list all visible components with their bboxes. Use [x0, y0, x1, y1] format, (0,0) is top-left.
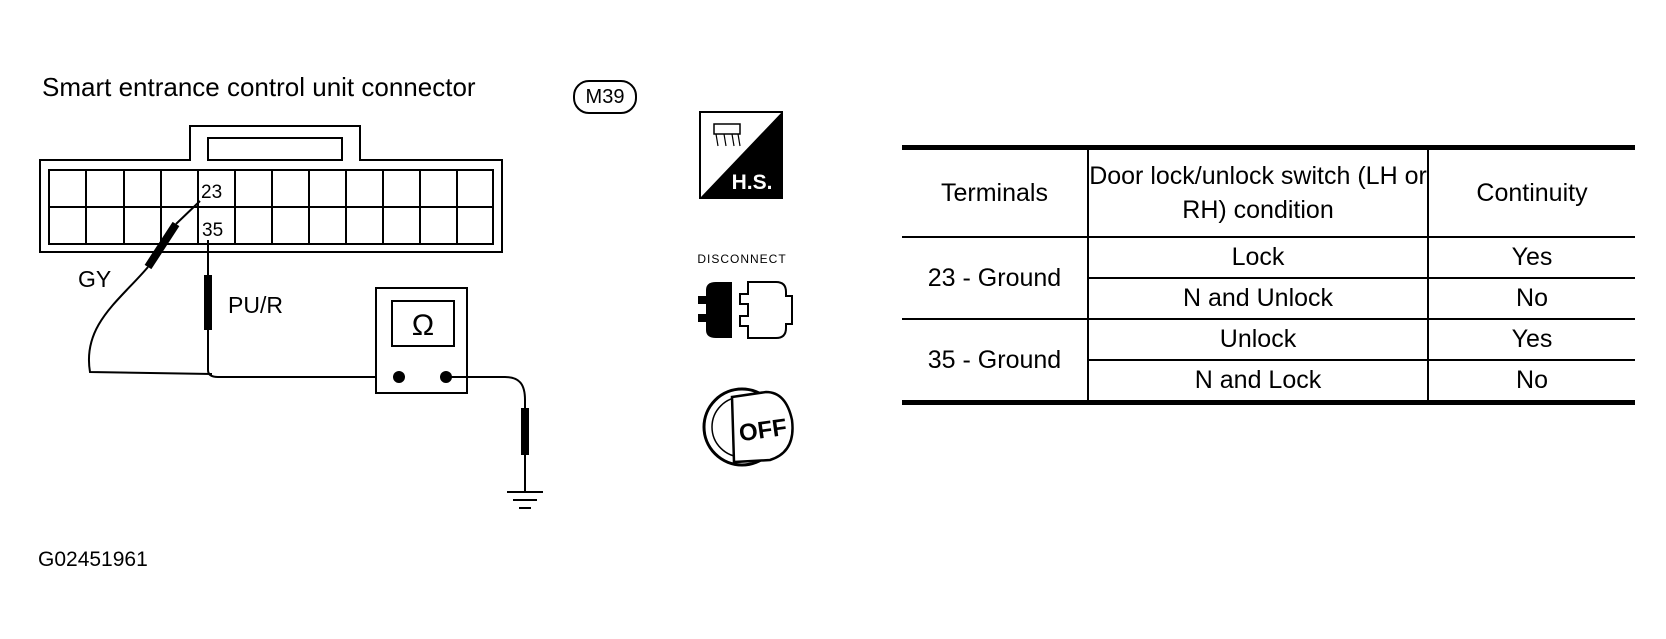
probe-gy — [87, 200, 213, 375]
table-row: 35 - Ground Unlock Yes — [902, 319, 1635, 404]
harness-side-icon: H.S. — [699, 111, 783, 199]
ignition-off-label: OFF — [737, 414, 788, 447]
table-header-row: Terminals Door lock/unlock switch (LH or… — [902, 147, 1635, 238]
column-header-terminals: Terminals — [902, 147, 1088, 238]
continuity-cell: Yes — [1427, 237, 1635, 279]
column-header-continuity: Continuity — [1427, 147, 1635, 238]
continuity-cell: No — [1427, 360, 1635, 403]
ohmmeter — [375, 287, 468, 394]
condition-cell: Lock — [1087, 237, 1428, 279]
ohm-symbol: Ω — [412, 309, 434, 342]
table-row: 23 - Ground Lock Yes — [902, 237, 1635, 320]
terminal-23-label: 23 — [201, 182, 222, 203]
table-row: N and Lock No — [902, 360, 1635, 403]
terminal-35-label: 35 — [202, 220, 223, 241]
connector-housing — [39, 125, 503, 253]
diagram-title: Smart entrance control unit connector — [42, 72, 476, 102]
harness-side-label: H.S. — [732, 171, 773, 194]
table-row: N and Unlock No — [902, 278, 1635, 320]
condition-cell: N and Unlock — [1087, 278, 1428, 320]
ground-icon — [507, 491, 543, 509]
continuity-cell: Yes — [1427, 319, 1635, 361]
connector-badge: M39 — [573, 80, 637, 114]
wire-color-gy: GY — [78, 266, 111, 292]
continuity-spec-table: Terminals Door lock/unlock switch (LH or… — [902, 145, 1635, 405]
condition-cell: Unlock — [1087, 319, 1428, 361]
ignition-off-icon: OFF — [702, 387, 794, 467]
connector-wiring-diagram: 23 35 GY PU/R Ω H.S. — [39, 111, 794, 509]
terminals-cell: 35 - Ground — [902, 319, 1088, 404]
column-header-condition: Door lock/unlock switch (LH or RH) condi… — [1087, 147, 1428, 238]
condition-cell: N and Lock — [1087, 360, 1428, 403]
continuity-cell: No — [1427, 278, 1635, 320]
figure-id: G02451961 — [38, 548, 148, 571]
probe-pur — [204, 240, 400, 378]
terminals-cell: 23 - Ground — [902, 237, 1088, 320]
wire-color-pur: PU/R — [228, 292, 283, 318]
disconnect-icon: DISCONNECT — [697, 252, 793, 339]
ground-lead — [446, 376, 529, 492]
disconnect-label: DISCONNECT — [697, 252, 786, 266]
